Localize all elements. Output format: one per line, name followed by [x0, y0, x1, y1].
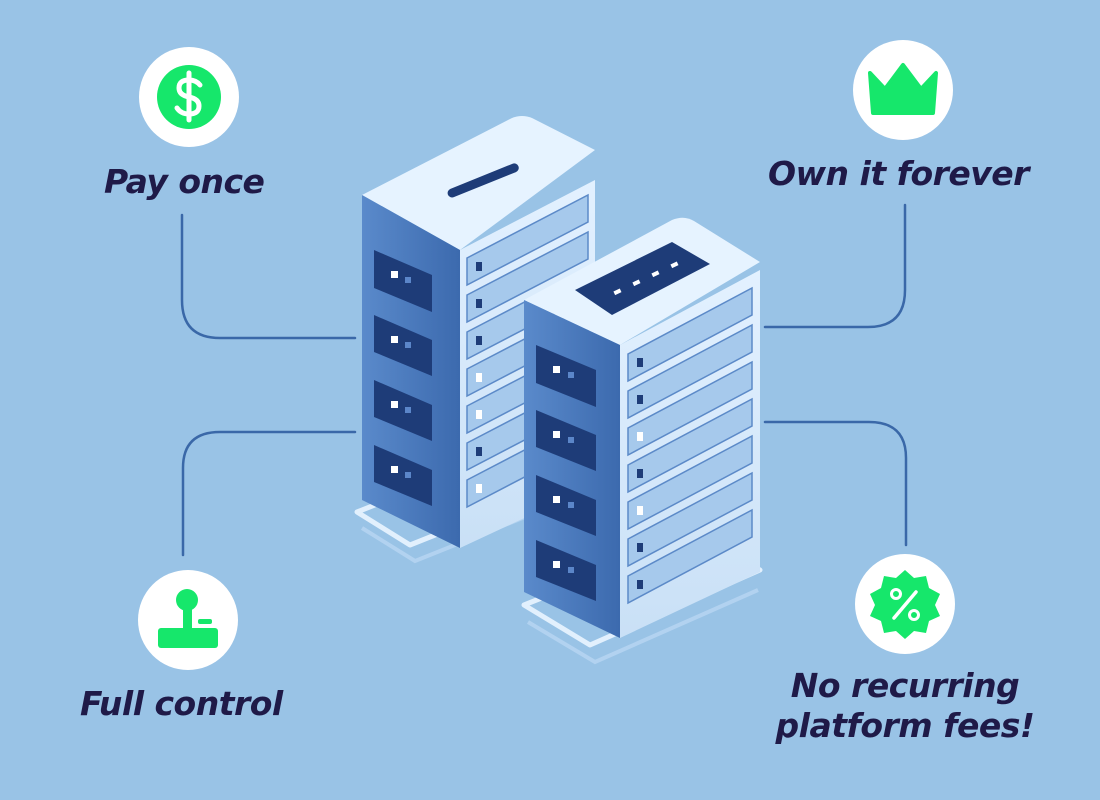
left-side-slots: [374, 250, 432, 506]
connector-own-forever: [763, 203, 907, 329]
right-front-units: [627, 286, 753, 605]
joystick-icon: [138, 570, 238, 670]
connectors: [180, 203, 908, 557]
connector-pay-once: [180, 213, 357, 340]
label-pay-once: Pay once: [104, 162, 265, 201]
right-side-slots: [536, 345, 596, 601]
percent-badge-icon: [855, 554, 955, 654]
dollar-icon: [139, 47, 239, 147]
connector-no-fees: [763, 420, 908, 547]
label-no-fees-line2: platform fees!: [775, 706, 1035, 746]
server-rack-right: [521, 217, 763, 665]
label-no-fees-line1: No recurring: [790, 666, 1020, 705]
crown-icon: [853, 40, 953, 140]
label-full-control: Full control: [80, 684, 283, 723]
label-own-forever: Own it forever: [768, 154, 1029, 193]
label-no-fees: No recurring platform fees!: [770, 666, 1040, 747]
connector-full-control: [181, 430, 357, 557]
